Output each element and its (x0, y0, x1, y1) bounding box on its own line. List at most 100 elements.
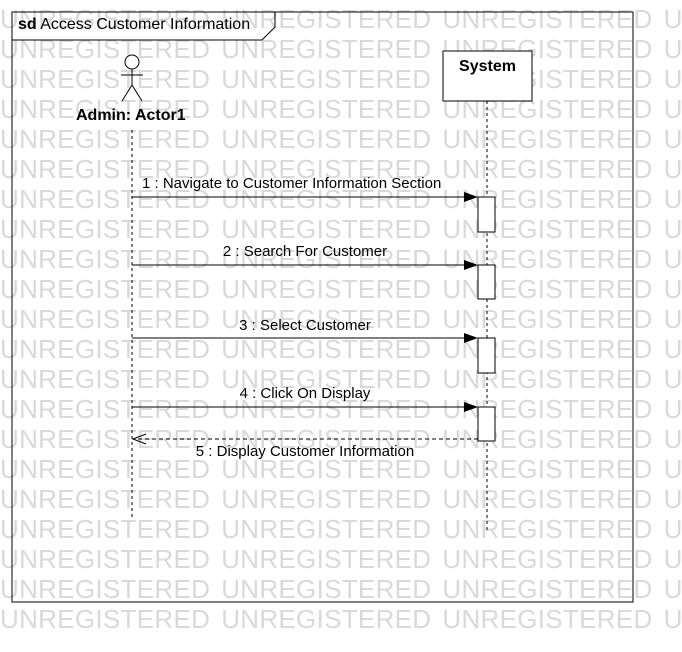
watermark-row: UNREGISTERED UNREGISTERED UNREGISTERED UNRE… (0, 454, 682, 484)
activation-bar (477, 196, 496, 233)
watermark-row: UNREGISTERED UNREGISTERED UNREGISTERED UNRE… (0, 154, 682, 184)
watermark-text: UNREGISTERED (221, 364, 432, 394)
watermark-text: UNREGISTERED (0, 214, 211, 244)
watermark-text: UNREGISTERED (663, 94, 682, 124)
watermark-text: UNREGISTERED (663, 124, 682, 154)
watermark-text: UNREGISTERED (663, 544, 682, 574)
watermark-row: UNREGISTEREDUNREGISTEREDUNREGISTEREDUNRE… (0, 274, 682, 304)
system-lifeline-head (442, 50, 533, 102)
watermark-text: UNREGISTERED (221, 514, 432, 544)
watermark-text: UNREGISTERED (221, 424, 432, 454)
watermark-text: UNREGISTERED (0, 4, 211, 34)
watermark-text: UNREGISTERED (442, 124, 653, 154)
stick-figure-icon (121, 54, 143, 102)
watermark-text: UNREGISTERED (221, 274, 432, 304)
watermark-text: UNREGISTERED (663, 64, 682, 94)
watermark-text: UNREGISTERED (0, 454, 211, 484)
watermark-text: UNREGISTERED (442, 544, 653, 574)
diagram-frame (11, 11, 634, 603)
watermark-text: UNREGISTERED (221, 244, 432, 274)
watermark-text: UNREGISTERED (0, 484, 211, 514)
watermark-text: UNREGISTERED (0, 184, 211, 214)
watermark-text: UNREGISTERED (0, 94, 211, 124)
watermark-row: UNREGISTEREDUNREGISTEREDUNREGISTEREDUNRE… (0, 244, 682, 274)
message-label-4: 4 : Click On Display (239, 385, 371, 402)
watermark-row: UNREGISTEREDUNREGISTEREDUNREGISTEREDUNRE… (0, 304, 682, 334)
frame-keyword: sd (18, 16, 37, 33)
watermark-text: UNREGISTERED (442, 454, 653, 484)
message-label-5: 5 : Display Customer Information (195, 443, 415, 460)
watermark-row: UNREGISTEREDUNREGISTEREDUNREGISTEREDUNRE… (0, 394, 682, 424)
watermark-text: UNREGISTERED (442, 334, 653, 364)
watermark-text: UNREGISTERED (221, 574, 432, 604)
message-label-2: 2 : Search For Customer (222, 243, 388, 260)
watermark-text: UNREGISTERED (442, 154, 653, 184)
watermark-text: UNREGISTERED (663, 514, 682, 544)
message-arrow-1 (132, 192, 478, 202)
watermark-row: UNREGISTERED UNREGISTERED UNREGISTERED UNRE… (0, 514, 682, 544)
watermark-text: UNREGISTERED (221, 454, 432, 484)
watermark-text: UNREGISTERED (663, 364, 682, 394)
frame-label-tab (12, 12, 276, 41)
watermark-text: UNREGISTERED (442, 604, 653, 634)
system-name: System (459, 58, 516, 75)
watermark-text: UNREGISTERED (0, 154, 211, 184)
watermark-text: UNREGISTERED (442, 304, 653, 334)
watermark-row: UNREGISTEREDUNREGISTEREDUNREGISTEREDUNRE… (0, 124, 682, 154)
message-label-3: 3 : Select Customer (239, 317, 371, 334)
watermark-text: UNREGISTERED (663, 4, 682, 34)
watermark-text: UNREGISTERED (663, 334, 682, 364)
watermark-text: UNREGISTERED (0, 544, 211, 574)
watermark-row: UNREGISTEREDUNREGISTEREDUNREGISTEREDUNRE… (0, 334, 682, 364)
message-arrow-2 (132, 260, 478, 270)
watermark-text: UNREGISTERED (0, 364, 211, 394)
watermark-text: UNREGISTERED (221, 604, 432, 634)
watermark-text: UNREGISTERED (0, 304, 211, 334)
watermark-text: UNREGISTERED (221, 64, 432, 94)
watermark-text: UNREGISTERED (663, 394, 682, 424)
watermark-row: UNREGISTEREDUNREGISTEREDUNREGISTEREDUNRE… (0, 4, 682, 34)
watermark-text: UNREGISTERED (0, 574, 211, 604)
watermark-text: UNREGISTERED (221, 334, 432, 364)
watermark-text: UNREGISTERED (663, 34, 682, 64)
watermark-text: UNREGISTERED (663, 454, 682, 484)
watermark-row: UNREGISTEREDUNREGISTEREDUNREGISTEREDUNRE… (0, 64, 682, 94)
activation-bar (477, 264, 496, 300)
watermark-text: UNREGISTERED (442, 394, 653, 424)
watermark-text: UNREGISTERED (0, 274, 211, 304)
watermark-text: UNREGISTERED (663, 184, 682, 214)
watermark-row: UNREGISTEREDUNREGISTEREDUNREGISTEREDUNRE… (0, 424, 682, 454)
watermark-text: UNREGISTERED (0, 64, 211, 94)
watermark-text: UNREGISTERED (442, 4, 653, 34)
watermark-row: UNREGISTEREDUNREGISTEREDUNREGISTEREDUNRE… (0, 214, 682, 244)
message-arrow-3 (132, 333, 478, 343)
activation-bar (477, 406, 496, 442)
watermark-text: UNREGISTERED (0, 514, 211, 544)
watermark-text: UNREGISTERED (221, 154, 432, 184)
watermark-text: UNREGISTERED (221, 484, 432, 514)
message-arrow-4 (132, 402, 478, 412)
watermark-text: UNREGISTERED (442, 364, 653, 394)
watermark-text: UNREGISTERED (0, 244, 211, 274)
frame-title: Access Customer Information (40, 16, 251, 33)
watermark-text: UNREGISTERED (663, 154, 682, 184)
watermark-text: UNREGISTERED (442, 244, 653, 274)
watermark-text: UNREGISTERED (663, 274, 682, 304)
watermark-text: UNREGISTERED (442, 514, 653, 544)
activation-bar (477, 337, 496, 374)
watermark-row: UNREGISTEREDUNREGISTEREDUNREGISTEREDUNRE… (0, 574, 682, 604)
watermark-text: UNREGISTERED (221, 304, 432, 334)
watermark-text: UNREGISTERED (663, 214, 682, 244)
watermark-text: UNREGISTERED (221, 544, 432, 574)
actor-name: Admin: Actor1 (76, 107, 186, 124)
watermark-text: UNREGISTERED (221, 34, 432, 64)
watermark-text: UNREGISTERED (221, 124, 432, 154)
watermark-text: UNREGISTERED (221, 214, 432, 244)
watermark-text: UNREGISTERED (442, 574, 653, 604)
watermark-row: UNREGISTEREDUNREGISTEREDUNREGISTEREDUNRE… (0, 94, 682, 124)
watermark-row: UNREGISTERED UNREGISTERED UNREGISTERED UNRE… (0, 544, 682, 574)
return-arrow-5 (131, 433, 478, 445)
watermark-row: UNREGISTEREDUNREGISTEREDUNREGISTEREDUNRE… (0, 604, 682, 634)
